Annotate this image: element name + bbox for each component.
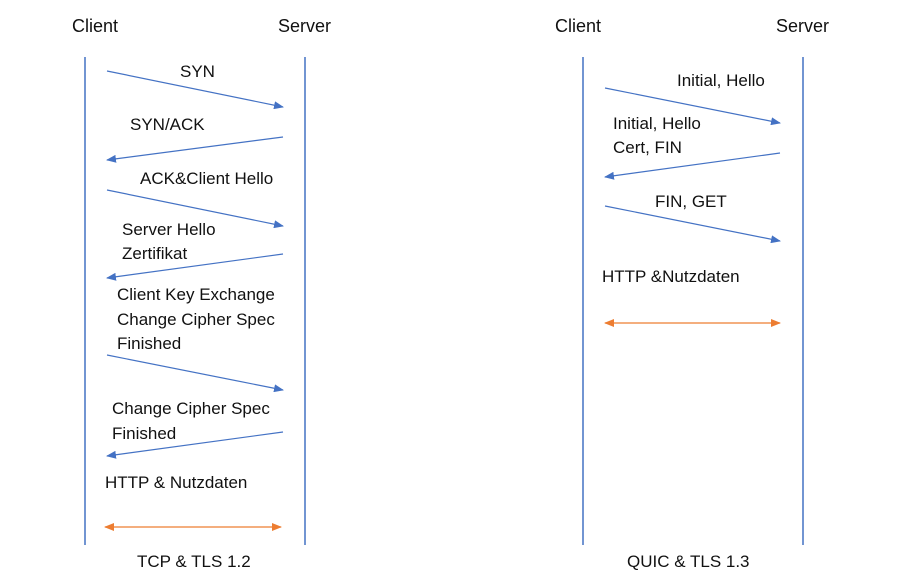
tcp-msg-client-key-exchange: Client Key Exchange (117, 285, 275, 304)
tcp-arrow-client-key-exchange (106, 354, 284, 393)
quic-msg-fin-get: FIN, GET (655, 192, 727, 211)
quic-client-header: Client (555, 16, 602, 36)
quic-msg-cert-fin: Cert, FIN (613, 138, 682, 157)
tcp-arrow-change-cipher (106, 431, 284, 459)
tcp-msg-ack-client-hello: ACK&Client Hello (140, 169, 274, 188)
quic-arrow-fin-get (604, 205, 781, 244)
tcp-msg-finished-1: Finished (117, 334, 182, 353)
tcp-client-header: Client (72, 16, 119, 36)
tcp-msg-finished-2: Finished (112, 424, 177, 443)
tcp-server-header: Server (278, 16, 332, 36)
tcp-msg-change-cipher-spec-1: Change Cipher Spec (117, 310, 275, 329)
quic-msg-http-data: HTTP &Nutzdaten (602, 267, 740, 286)
tcp-arrow-syn (106, 70, 284, 110)
quic-server-header: Server (776, 16, 830, 36)
tcp-arrow-server-hello (106, 253, 284, 281)
tcp-msg-zertifikat: Zertifikat (122, 244, 188, 263)
quic-arrow-initial-hello (604, 87, 781, 126)
tcp-arrow-synack (106, 136, 284, 163)
tcp-msg-syn: SYN (180, 62, 215, 81)
quic-msg-initial-hello-2: Initial, Hello (613, 114, 701, 133)
quic-caption: QUIC & TLS 1.3 (627, 552, 750, 571)
tcp-arrow-ack-client-hello (106, 189, 284, 229)
quic-msg-initial-hello: Initial, Hello (677, 71, 765, 90)
quic-arrow-initial-hello-cert-fin (604, 152, 781, 180)
tcp-caption: TCP & TLS 1.2 (137, 552, 251, 571)
tcp-msg-server-hello: Server Hello (122, 220, 216, 239)
tcp-msg-http-data: HTTP & Nutzdaten (105, 473, 248, 492)
tcp-msg-synack: SYN/ACK (130, 115, 205, 134)
tcp-msg-change-cipher-spec-2: Change Cipher Spec (112, 399, 270, 418)
